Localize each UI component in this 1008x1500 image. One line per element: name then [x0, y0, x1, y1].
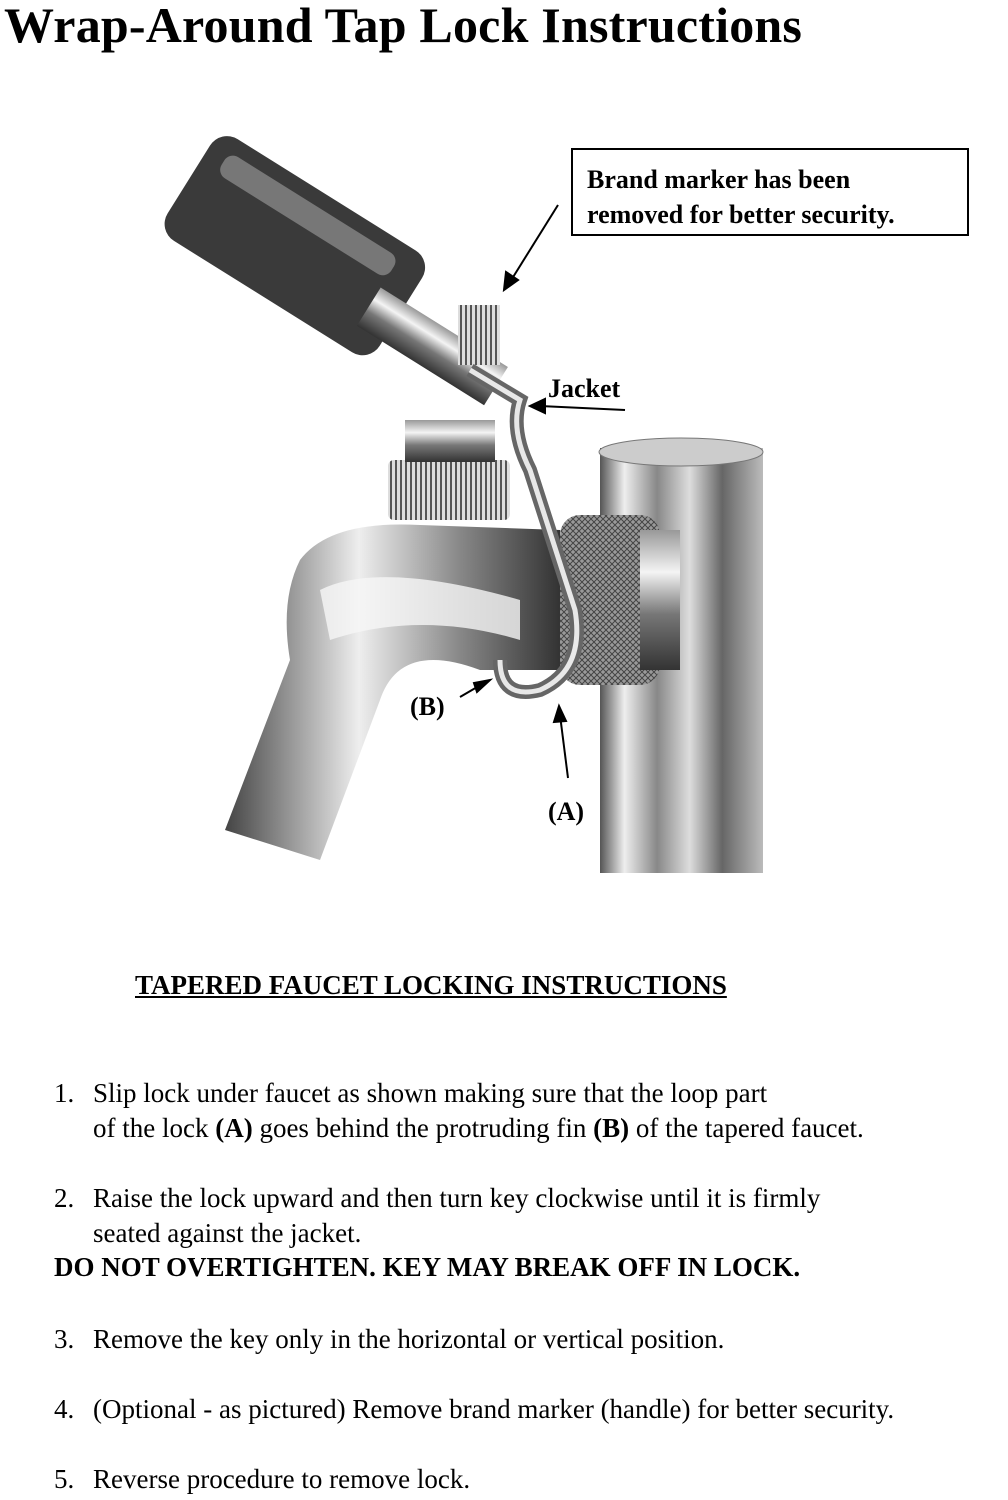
threaded-stud: [458, 305, 500, 365]
step-text: Reverse procedure to remove lock.: [93, 1464, 471, 1494]
step-number: 4.: [54, 1394, 75, 1424]
step-text: (Optional - as pictured) Remove brand ma…: [93, 1394, 895, 1424]
label-jacket: Jacket: [548, 374, 621, 403]
callout-box: Brand marker has been removed for better…: [571, 148, 969, 236]
label-a: (A): [548, 797, 585, 826]
step-number: 1.: [54, 1078, 75, 1108]
step-2: 2. Raise the lock upward and then turn ke…: [54, 1181, 820, 1251]
callout-line: removed for better security.: [587, 200, 895, 229]
callout-line: Brand marker has been: [587, 165, 851, 194]
pointer-arrows: [459, 204, 626, 779]
step-3: 3. Remove the key only in the horizontal …: [54, 1322, 724, 1357]
faucet-lock-photo: [164, 136, 764, 873]
step-text: of the lock: [93, 1113, 216, 1143]
step-text: Slip lock under faucet as shown making s…: [93, 1078, 768, 1108]
step-text: Remove the key only in the horizontal or…: [93, 1324, 725, 1354]
step-text: of the tapered faucet.: [629, 1113, 864, 1143]
label-b: (B): [410, 692, 445, 721]
page-title: Wrap-Around Tap Lock Instructions: [4, 0, 803, 53]
step-number: 5.: [54, 1464, 75, 1494]
step-text-bold: (A): [215, 1113, 253, 1143]
step-4: 4. (Optional - as pictured) Remove brand …: [54, 1392, 894, 1427]
step-number: 2.: [54, 1183, 75, 1213]
step-1: 1. Slip lock under faucet as shown making…: [54, 1076, 864, 1146]
step-text: goes behind the protruding fin: [252, 1113, 594, 1143]
coupling-nut: [560, 515, 660, 685]
tap-handle: [164, 136, 426, 356]
step-number: 3.: [54, 1324, 75, 1354]
step-text: Raise the lock upward and then turn key …: [93, 1183, 821, 1213]
step-text-bold: (B): [593, 1113, 630, 1143]
step-text: seated against the jacket.: [93, 1218, 362, 1248]
warning-text: DO NOT OVERTIGHTEN. KEY MAY BREAK OFF IN…: [54, 1252, 801, 1282]
faucet-collar: [388, 460, 510, 520]
step-5: 5. Reverse procedure to remove lock.: [54, 1462, 470, 1497]
section-heading: TAPERED FAUCET LOCKING INSTRUCTIONS: [135, 970, 727, 1000]
